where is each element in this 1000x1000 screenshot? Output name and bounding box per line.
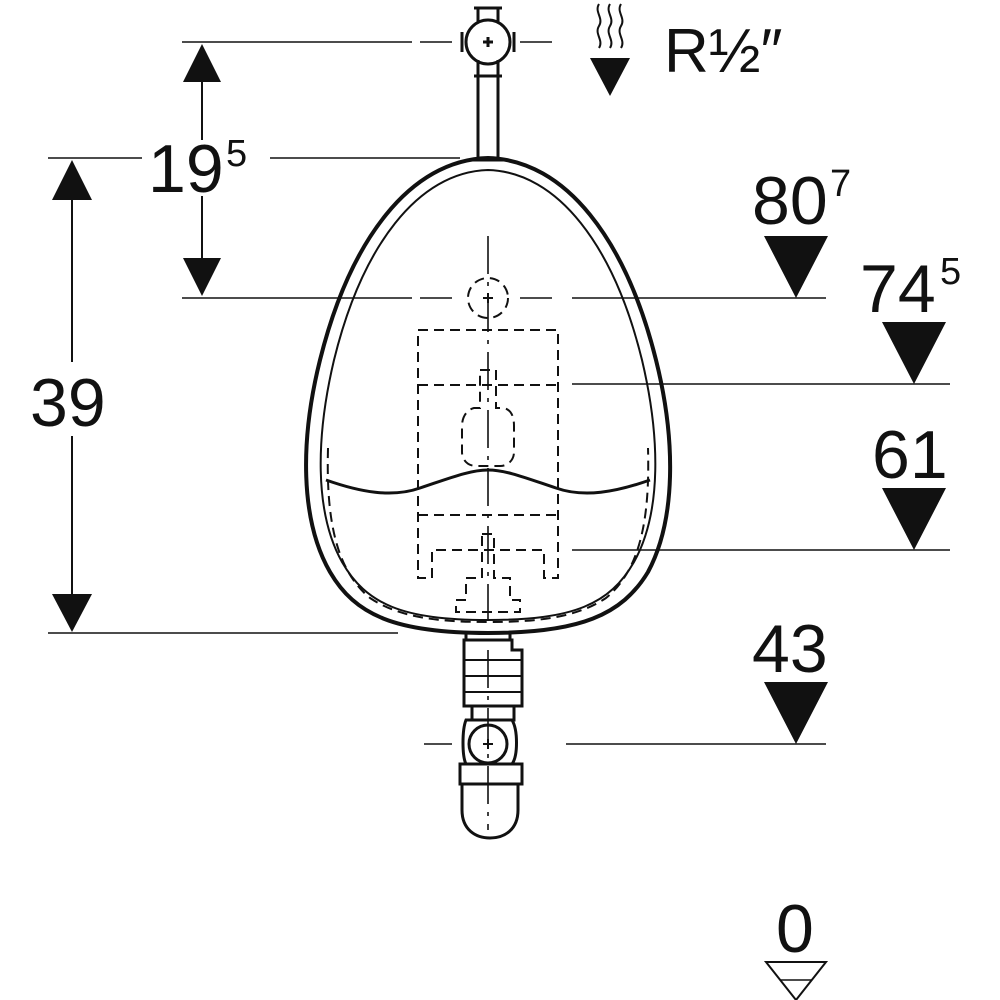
level-marker-rim: 74 5	[860, 251, 961, 384]
supply-offset-sup: 5	[226, 133, 247, 175]
level-value: 0	[776, 891, 814, 967]
level-triangle-icon	[882, 322, 946, 384]
overall-height-value: 39	[30, 365, 106, 441]
level-value: 74	[860, 251, 936, 327]
water-supply-icon	[590, 3, 630, 96]
arrow-down-icon	[590, 58, 630, 96]
dimension-overall-height: 39	[30, 160, 106, 632]
level-triangle-icon	[764, 236, 828, 298]
level-marker-inlet: 80 7	[752, 163, 851, 298]
floor-triangle-icon	[763, 961, 829, 1000]
arrow-down-icon	[183, 258, 221, 296]
supply-thread-label: R½″	[664, 17, 782, 86]
dimension-supply-offset: 19 5	[148, 44, 247, 296]
level-sup: 7	[830, 163, 851, 205]
level-triangle-icon	[882, 488, 946, 550]
arrow-up-icon	[183, 44, 221, 82]
level-value: 61	[872, 417, 948, 493]
arrow-up-icon	[52, 160, 92, 200]
level-value: 43	[752, 611, 828, 687]
arrow-down-icon	[52, 594, 92, 632]
level-marker-drain: 43	[752, 611, 828, 744]
level-triangle-icon	[764, 682, 828, 744]
level-value: 80	[752, 163, 828, 239]
supply-connection	[460, 6, 516, 162]
level-sup: 5	[940, 251, 961, 293]
level-marker-floor: 0	[763, 891, 829, 1000]
level-marker-bowl: 61	[872, 417, 948, 550]
siphon-trap	[458, 632, 524, 840]
supply-offset-value: 19	[148, 131, 224, 207]
